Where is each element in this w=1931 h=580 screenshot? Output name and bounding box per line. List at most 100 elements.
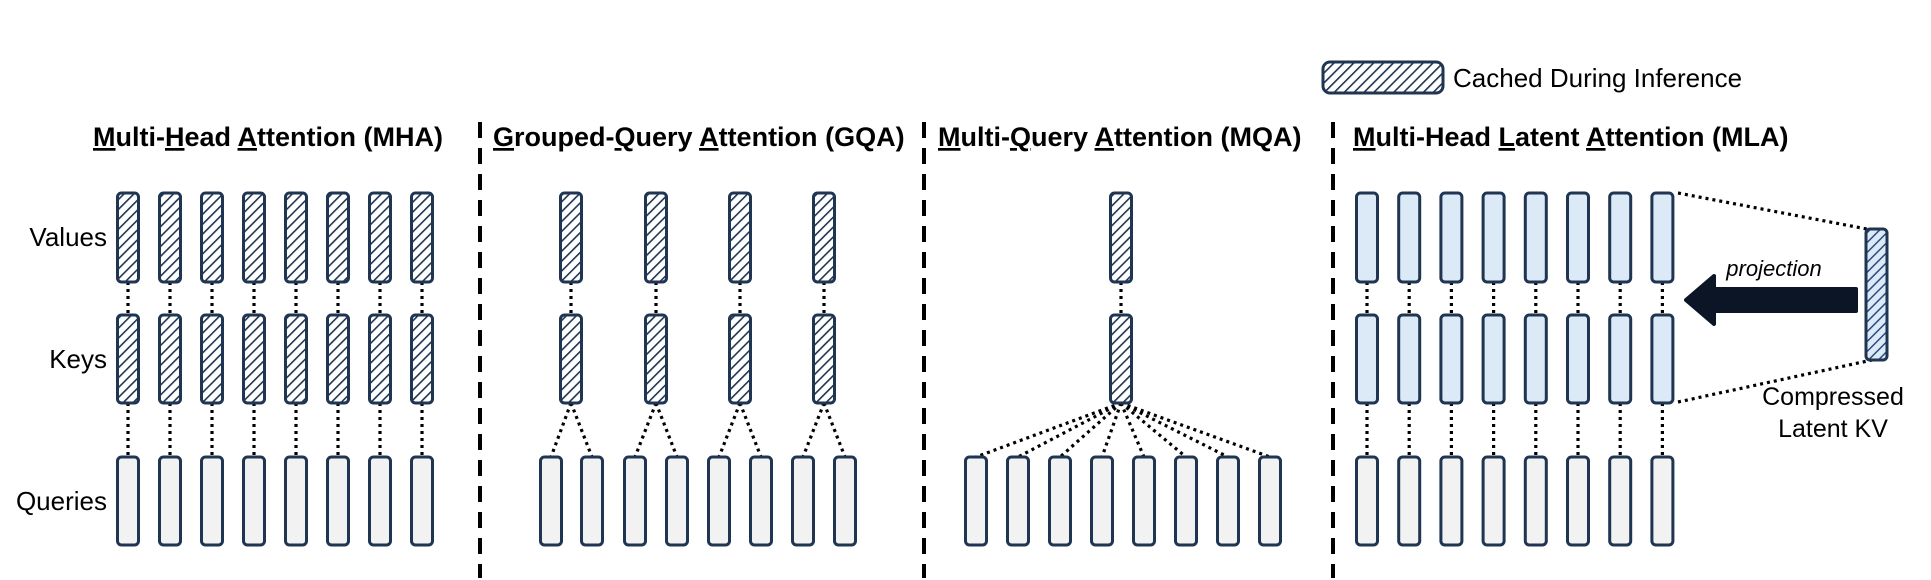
latent-label-line2: Latent KV bbox=[1778, 415, 1888, 443]
legend: Cached During Inference bbox=[1321, 60, 1742, 95]
mla-query-head bbox=[1439, 455, 1464, 547]
mla-query-head bbox=[1608, 455, 1633, 547]
gqa-query-head bbox=[749, 455, 773, 547]
panel-titles: Multi-Head Attention (MHA) Grouped-Query… bbox=[93, 122, 1789, 152]
row-labels: Values Keys Queries bbox=[16, 222, 107, 516]
title-mha: Multi-Head Attention (MHA) bbox=[93, 122, 443, 152]
mla-value-head bbox=[1608, 191, 1633, 284]
gqa-value-head bbox=[644, 191, 668, 284]
mla-value-head bbox=[1566, 191, 1590, 284]
mha-key-head bbox=[410, 313, 434, 405]
mqa-key-query-link bbox=[1120, 401, 1271, 459]
gqa-query-head bbox=[539, 455, 563, 547]
mha-query-head bbox=[242, 455, 266, 547]
mha-value-head bbox=[410, 191, 434, 284]
mha-value-head bbox=[116, 191, 140, 284]
mha-key-head bbox=[158, 313, 182, 405]
mqa-key-query-link bbox=[1119, 401, 1188, 459]
latent-label-line1: Compressed bbox=[1762, 383, 1904, 411]
gqa-key-query-link bbox=[717, 402, 742, 458]
mla-latent: projection Compressed Latent KV bbox=[1677, 191, 1904, 443]
connectors bbox=[126, 282, 1665, 459]
gqa-key-query-link bbox=[549, 402, 573, 458]
latent-connector-top bbox=[1677, 191, 1873, 232]
mla-value-head bbox=[1397, 191, 1422, 284]
gqa-query-head bbox=[833, 455, 857, 547]
mla-value-head bbox=[1439, 191, 1464, 284]
gqa-key-query-link bbox=[569, 402, 594, 458]
gqa-value-head bbox=[812, 191, 836, 284]
gqa-key-query-link bbox=[654, 402, 679, 458]
mla-key-head bbox=[1650, 313, 1675, 405]
gqa-key-head bbox=[728, 313, 752, 405]
gqa-key-query-link bbox=[822, 402, 847, 458]
title-gqa: Grouped-Query Attention (GQA) bbox=[493, 122, 905, 152]
mqa-key-query-link bbox=[1017, 401, 1122, 459]
row-label-values: Values bbox=[29, 222, 107, 252]
heads bbox=[116, 191, 1675, 547]
projection-arrow bbox=[1684, 274, 1858, 326]
mha-value-head bbox=[284, 191, 308, 284]
gqa-key-head bbox=[644, 313, 668, 405]
gqa-key-head bbox=[559, 313, 583, 405]
mla-key-head bbox=[1355, 313, 1379, 405]
mha-query-head bbox=[116, 455, 140, 547]
mla-key-head bbox=[1439, 313, 1464, 405]
mla-key-head bbox=[1608, 313, 1633, 405]
mla-query-head bbox=[1481, 455, 1506, 547]
legend-swatch bbox=[1321, 60, 1445, 95]
mha-key-head bbox=[326, 313, 350, 405]
mla-query-head bbox=[1355, 455, 1379, 547]
mha-value-head bbox=[200, 191, 224, 284]
mqa-query-head bbox=[1216, 455, 1240, 547]
mla-query-head bbox=[1523, 455, 1548, 547]
mla-key-head bbox=[1397, 313, 1422, 405]
mqa-query-head bbox=[1174, 455, 1198, 547]
mha-key-head bbox=[368, 313, 392, 405]
mqa-query-head bbox=[1048, 455, 1072, 547]
mha-key-head bbox=[116, 313, 140, 405]
mha-query-head bbox=[158, 455, 182, 547]
mha-key-head bbox=[284, 313, 308, 405]
mla-query-head bbox=[1397, 455, 1422, 547]
gqa-key-head bbox=[812, 313, 836, 405]
latent-connector-bottom bbox=[1677, 358, 1873, 404]
gqa-key-query-link bbox=[633, 402, 658, 458]
mha-query-head bbox=[410, 455, 434, 547]
title-mqa: Multi-Query Attention (MQA) bbox=[938, 122, 1302, 152]
mla-query-head bbox=[1650, 455, 1675, 547]
mha-query-head bbox=[200, 455, 224, 547]
mqa-key-head bbox=[1109, 313, 1133, 405]
gqa-query-head bbox=[580, 455, 604, 547]
mha-query-head bbox=[326, 455, 350, 547]
gqa-query-head bbox=[707, 455, 731, 547]
mqa-query-head bbox=[1132, 455, 1156, 547]
projection-label: projection bbox=[1725, 256, 1821, 281]
mha-query-head bbox=[368, 455, 392, 547]
mqa-query-head bbox=[1006, 455, 1030, 547]
mqa-query-head bbox=[1090, 455, 1114, 547]
mqa-query-head bbox=[964, 455, 988, 547]
mla-value-head bbox=[1523, 191, 1548, 284]
mla-value-head bbox=[1481, 191, 1506, 284]
mla-value-head bbox=[1355, 191, 1379, 284]
mla-key-head bbox=[1566, 313, 1590, 405]
gqa-query-head bbox=[623, 455, 647, 547]
mha-query-head bbox=[284, 455, 308, 547]
row-label-keys: Keys bbox=[49, 344, 107, 374]
mha-value-head bbox=[158, 191, 182, 284]
mqa-key-query-link bbox=[975, 401, 1122, 459]
mla-key-head bbox=[1481, 313, 1506, 405]
mha-value-head bbox=[242, 191, 266, 284]
mqa-key-query-link bbox=[1119, 402, 1146, 458]
mla-value-head bbox=[1650, 191, 1675, 284]
mqa-value-head bbox=[1109, 191, 1133, 284]
compressed-latent-kv bbox=[1864, 227, 1889, 362]
gqa-key-query-link bbox=[801, 402, 826, 458]
gqa-value-head bbox=[559, 191, 583, 284]
legend-label: Cached During Inference bbox=[1453, 63, 1742, 93]
mha-value-head bbox=[368, 191, 392, 284]
gqa-query-head bbox=[791, 455, 815, 547]
mqa-query-head bbox=[1258, 455, 1282, 547]
